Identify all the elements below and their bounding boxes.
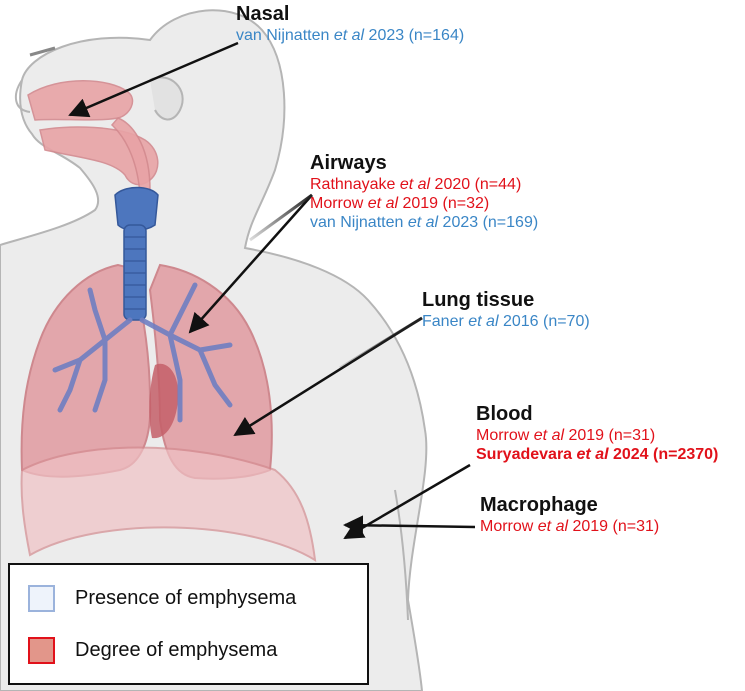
reference-author: Faner [422,313,469,330]
arrow-lung-fade [339,316,423,370]
ref-list: Rathnayake et al 2020 (n=44)Morrow et al… [310,175,538,233]
airways-heading: Airways [310,152,387,174]
ear-shape [149,76,184,121]
reference-line: Rathnayake et al 2020 (n=44) [310,175,538,194]
reference-author: van Nijnatten [310,214,408,232]
reference-year-n: 2016 (n=70) [498,313,590,330]
reference-year-n: 2024 (n=2370) [608,446,719,464]
arm-outline [394,489,409,621]
reference-etal: et al [407,214,439,232]
reference-author: Morrow [310,195,368,213]
reference-line: van Nijnatten et al 2023 (n=164) [236,26,464,45]
reference-etal: et al [399,176,431,193]
reference-line: Morrow et al 2019 (n=31) [476,426,718,445]
reference-year-n: 2019 (n=31) [568,518,660,535]
reference-etal: et al [367,195,399,213]
reference-line: Morrow et al 2019 (n=32) [310,194,538,213]
arrow-macrophage [343,515,476,536]
nasal-cavity [27,80,134,121]
legend: Presence of emphysema Degree of emphysem… [8,563,369,685]
reference-line: Morrow et al 2019 (n=31) [480,517,659,536]
reference-etal: et al [576,446,609,464]
reference-line: Suryadevara et al 2024 (n=2370) [476,445,718,464]
heart [149,363,179,439]
ref-list: Morrow et al 2019 (n=31) [480,517,659,536]
reference-year-n: 2019 (n=32) [398,195,490,213]
arrow-nasal [68,41,239,118]
reference-year-n: 2020 (n=44) [430,176,522,193]
blood-heading: Blood [476,403,533,425]
bronchial-tree [52,282,233,423]
reference-etal: et al [468,313,499,330]
nose-outline [14,79,31,113]
ref-list: van Nijnatten et al 2023 (n=164) [236,26,464,45]
macrophage-heading: Macrophage [480,494,598,516]
blood-block: Blood Morrow et al 2019 (n=31)Suryadevar… [476,402,718,464]
lung-tissue-heading: Lung tissue [422,289,535,311]
reference-line: van Nijnatten et al 2023 (n=169) [310,213,538,232]
reference-etal: et al [537,518,569,535]
macrophage-block: Macrophage Morrow et al 2019 (n=31) [480,493,659,536]
legend-label-degree: Degree of emphysema [75,639,278,661]
lung-tissue-block: Lung tissue Faner et al 2016 (n=70) [422,288,590,331]
larynx [114,186,159,231]
reference-author: Morrow [476,427,534,444]
reference-author: Suryadevara [476,446,577,464]
reference-author: Rathnayake [310,176,400,193]
arrow-airways-fade [249,193,313,242]
legend-label-presence: Presence of emphysema [75,587,297,609]
legend-row-presence: Presence of emphysema [28,585,296,612]
eyebrow [29,46,56,57]
diaphragm [20,446,317,562]
reference-year-n: 2023 (n=169) [438,214,539,232]
arrow-airways [188,194,313,334]
reference-author: van Nijnatten [236,27,334,44]
reference-author: Morrow [480,518,538,535]
reference-etal: et al [333,27,365,44]
reference-etal: et al [533,427,565,444]
reference-year-n: 2023 (n=164) [364,27,465,44]
airways-block: Airways Rathnayake et al 2020 (n=44)Morr… [310,151,538,233]
legend-row-degree: Degree of emphysema [28,637,277,664]
legend-swatch-degree [28,637,55,664]
ref-list: Faner et al 2016 (n=70) [422,312,590,331]
nasal-block: Nasal van Nijnatten et al 2023 (n=164) [236,2,464,45]
nasal-heading: Nasal [236,3,290,25]
ref-list: Morrow et al 2019 (n=31)Suryadevara et a… [476,426,718,464]
reference-line: Faner et al 2016 (n=70) [422,312,590,331]
reference-year-n: 2019 (n=31) [564,427,656,444]
legend-swatch-presence [28,585,55,612]
